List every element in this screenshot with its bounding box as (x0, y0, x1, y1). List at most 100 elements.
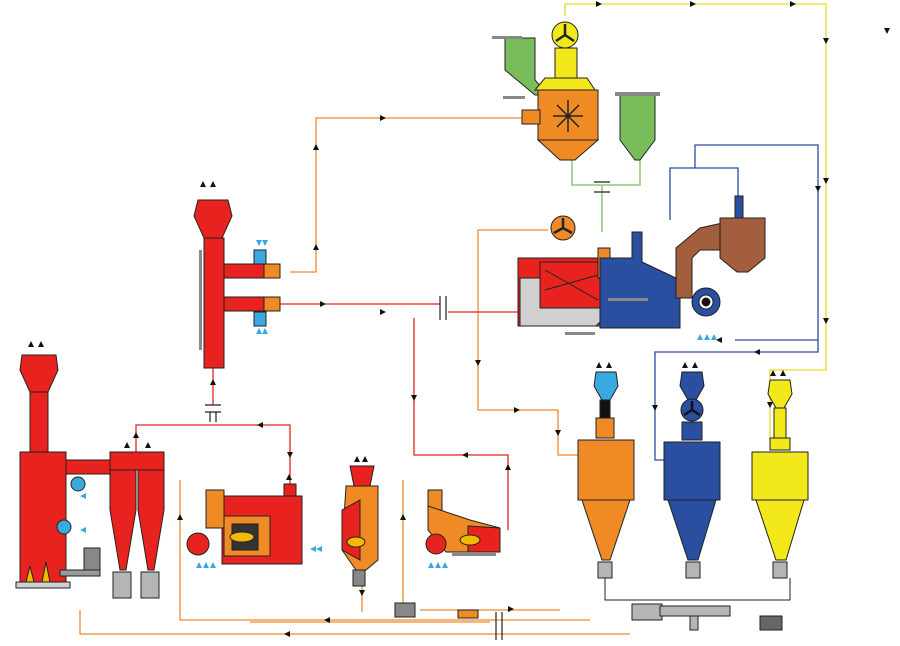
blue-line-right (695, 167, 739, 200)
flow-arrow-icon (177, 514, 183, 520)
small-furnace-fan (425, 533, 447, 555)
dryer-mill-unit (517, 195, 766, 335)
fan-icon (70, 476, 86, 492)
red-line-cyclone-feed (135, 424, 291, 492)
tower-orange-tip-top (263, 263, 281, 279)
yellow-hopper (772, 561, 788, 579)
flame-icon (229, 531, 255, 543)
flow-arrow-icon (124, 442, 151, 448)
cyclone-hopper-right (140, 571, 160, 599)
flow-arrow-icon (411, 395, 417, 401)
orange-line-tower-out (290, 117, 522, 273)
burner-orange (205, 489, 225, 529)
valve-icon (439, 296, 447, 320)
flow-arrow-icon (284, 631, 290, 637)
brown-cyclone (719, 217, 766, 273)
yellow-cone (755, 499, 805, 561)
flow-arrow-icon (823, 318, 829, 324)
flow-arrow-icon (823, 178, 829, 184)
green-line (571, 160, 641, 186)
flow-arrow-icon (767, 402, 773, 408)
flow-arrow-icon (884, 28, 890, 34)
valve-icon (594, 181, 610, 193)
flow-arrow-icon (359, 590, 365, 596)
separator-inlet (521, 109, 541, 125)
feed-box (83, 547, 101, 573)
dryer-screw (544, 269, 599, 301)
flow-arrow-icon (790, 1, 796, 7)
flow-arrow-icon (286, 474, 292, 480)
flow-arrow-icon (133, 432, 139, 438)
conveyor-drop (689, 615, 699, 631)
valve-icon (495, 612, 503, 640)
grey-screw-conveyor (394, 578, 791, 631)
hgg-head (349, 465, 375, 487)
flow-arrow-icon (320, 301, 326, 307)
air-inlet-arrows-icon (80, 493, 86, 533)
flow-arrow-icon (380, 309, 386, 315)
flow-arrow-icon (690, 1, 696, 7)
orange-hot-gas-generator (341, 465, 379, 587)
flow-arrow-icon (555, 430, 561, 436)
conveyor-box (631, 603, 663, 621)
twin-cyclone-left (109, 469, 137, 571)
valve-icon (205, 404, 221, 422)
hgg-red-part (341, 499, 361, 561)
fan-blades-blue (683, 401, 701, 417)
red-scrubber-tower (193, 199, 281, 369)
top-separator (492, 21, 660, 161)
flow-arrow-icon (313, 244, 319, 250)
flow-arrow-icon (596, 1, 602, 7)
air-inlet-arrows-icon (428, 562, 448, 568)
flow-arrow-icon (354, 456, 368, 462)
red-furnace-large (186, 483, 303, 565)
burner-fan (186, 532, 210, 556)
orange-line-bottom-2 (79, 610, 630, 635)
blue-mill (599, 231, 681, 329)
air-inlet-arrows-icon (697, 334, 717, 340)
flame-icon (25, 565, 35, 583)
hgg-pedestal (352, 569, 366, 587)
conveyor-tube (659, 605, 731, 617)
fan-blades-dryer (553, 218, 573, 235)
orange-small-furnace (425, 489, 501, 556)
flow-arrow-icon (28, 341, 44, 347)
air-inlet-arrows-icon (256, 240, 268, 246)
flow-arrow-icon (652, 405, 658, 411)
flow-arrow-icon (313, 144, 319, 150)
flow-arrow-icon (505, 464, 511, 470)
orange-top (593, 371, 619, 401)
separator-cone (536, 139, 600, 161)
flow-arrow-icon (770, 370, 786, 376)
cyclone-header (109, 451, 165, 471)
flow-arrow-icon (400, 514, 406, 520)
yellow-cyclone-filter (751, 379, 809, 579)
stack-top (19, 354, 59, 393)
flow-arrow-icon (716, 337, 722, 343)
twin-cyclone-right (137, 469, 165, 571)
left-stack-group (15, 354, 165, 599)
truck-icon (759, 615, 783, 631)
flow-arrow-icon (200, 181, 216, 187)
blue-body (663, 441, 721, 501)
orange-line-bottom-1 (179, 480, 590, 621)
blue-hopper (685, 561, 701, 579)
bottom-bin (394, 602, 416, 618)
orange-hopper (597, 561, 613, 579)
blue-cyclone-filter (663, 371, 721, 579)
silo-hatch (615, 92, 660, 96)
blue-line-cyclone (654, 340, 819, 461)
flow-arrows (28, 1, 890, 637)
blue-damper-bottom (253, 311, 267, 327)
orange-cyclone-filter (577, 371, 635, 579)
green-silo-right (619, 94, 656, 161)
separator-cylinder (554, 47, 578, 79)
yellow-body (751, 451, 809, 501)
stack-body (29, 391, 49, 453)
blue-damper-top (253, 249, 267, 265)
flow-arrow-icon (210, 379, 216, 385)
cyclone-hopper-left (112, 571, 132, 599)
orange-head (595, 417, 615, 439)
air-inlet-arrows-icon (310, 546, 322, 552)
